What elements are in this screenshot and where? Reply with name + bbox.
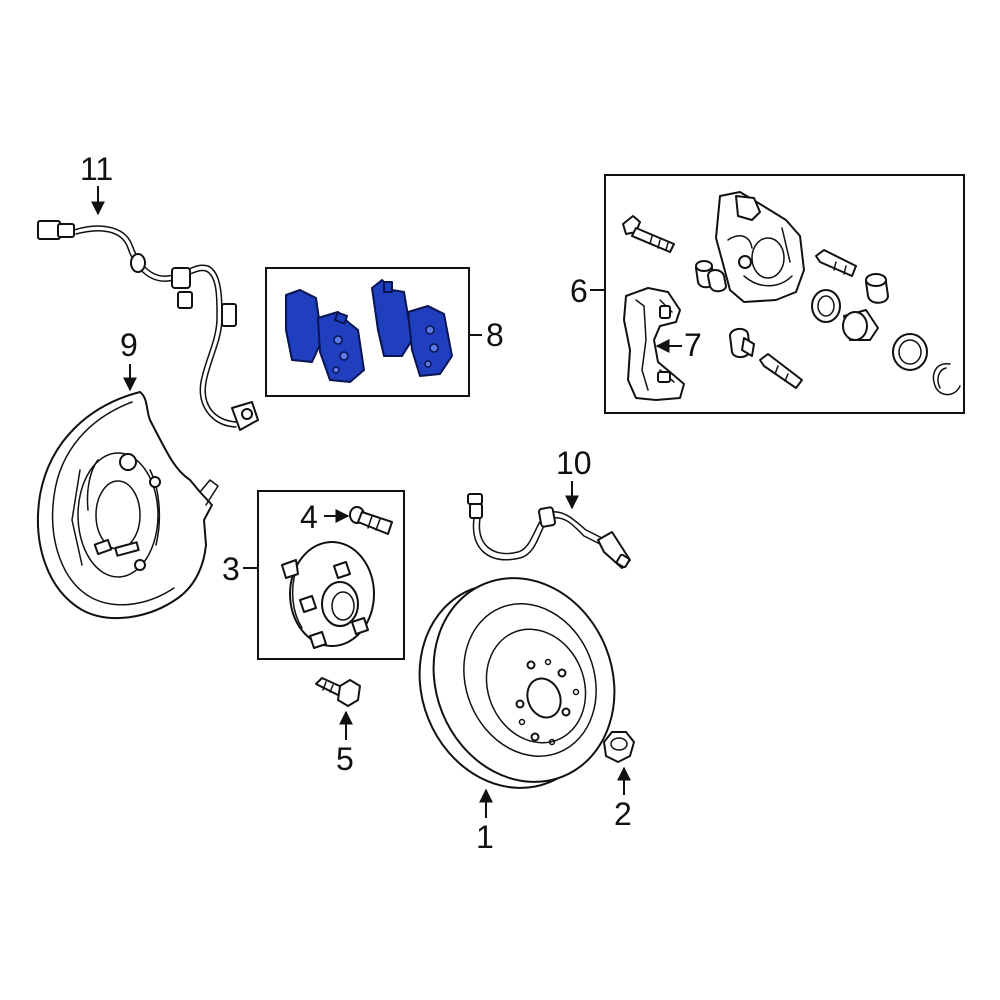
caliper-pistons <box>811 289 961 396</box>
part-3-box <box>257 490 405 660</box>
callout-1-label: 1 <box>476 819 494 855</box>
callout-8: 8 <box>469 317 504 353</box>
callout-11: 11 <box>80 151 113 216</box>
callout-2: 2 <box>614 766 632 832</box>
callout-8-label: 8 <box>486 317 504 353</box>
callout-2-label: 2 <box>614 796 632 832</box>
part-2-lug-nut[interactable] <box>603 731 635 763</box>
callout-10: 10 <box>556 445 592 510</box>
part-7-caliper-bracket[interactable] <box>623 287 685 401</box>
part-4-hub-bolt[interactable] <box>349 506 393 535</box>
callout-6-label: 6 <box>570 273 588 309</box>
part-11-abs-sensor-harness[interactable] <box>37 220 259 431</box>
callout-4-label: 4 <box>300 499 318 535</box>
callout-3-label: 3 <box>222 551 240 587</box>
callout-7: 7 <box>655 327 702 363</box>
callout-4: 4 <box>300 499 350 535</box>
caliper-lower-pins <box>729 328 803 389</box>
part-1-brake-rotor[interactable] <box>389 551 644 816</box>
caliper-bushings <box>695 260 727 293</box>
caliper-body <box>715 191 805 303</box>
callout-9-label: 9 <box>120 327 138 363</box>
part-8-box <box>265 267 470 397</box>
part-6-box <box>604 174 965 414</box>
callout-1: 1 <box>476 788 494 855</box>
part-9-backing-plate[interactable] <box>36 391 219 620</box>
part-10-abs-sensor[interactable] <box>467 493 631 569</box>
callout-9: 9 <box>120 327 138 392</box>
callout-10-label: 10 <box>556 445 592 481</box>
part-3-hub[interactable] <box>281 541 375 649</box>
part-8-brake-pads[interactable] <box>285 279 453 383</box>
part-6-caliper-assembly[interactable] <box>622 191 961 396</box>
callout-7-label: 7 <box>684 327 702 363</box>
caliper-bolt <box>622 215 675 253</box>
callout-5: 5 <box>336 710 354 777</box>
part-5-hub-mounting-bolt[interactable] <box>315 677 361 707</box>
callout-3: 3 <box>222 551 258 587</box>
callout-5-label: 5 <box>336 741 354 777</box>
callout-11-label: 11 <box>80 151 113 187</box>
caliper-pins <box>815 249 889 304</box>
callout-6: 6 <box>570 273 605 309</box>
